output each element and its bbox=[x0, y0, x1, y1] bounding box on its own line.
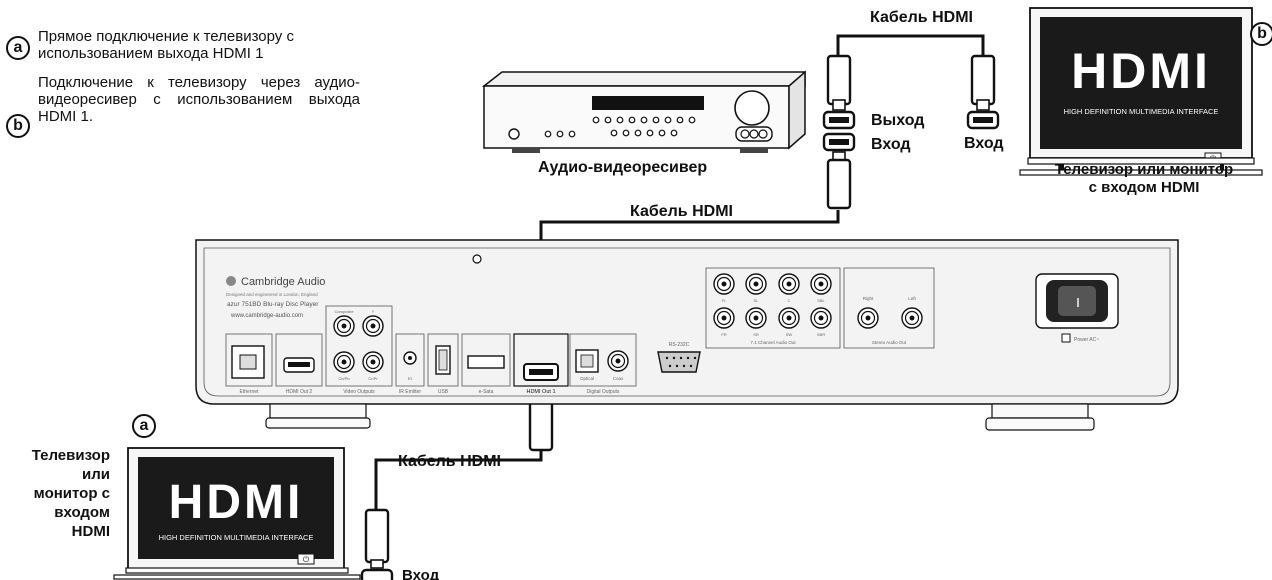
tv-left-in-port bbox=[360, 568, 394, 580]
lbl-coax: Coax bbox=[613, 376, 624, 381]
lbl-ir-emitter: IR Emitter bbox=[399, 389, 422, 395]
lbl-hdmi-out-2: HDMI Out 2 bbox=[286, 389, 313, 395]
lbl-esata: e-Sata bbox=[479, 389, 494, 395]
tv-left: ⏻ bbox=[113, 447, 361, 580]
marker-b: b bbox=[6, 114, 30, 138]
lbl-sbl: SBL bbox=[817, 298, 825, 303]
lbl-video-outputs: Video Outputs bbox=[343, 389, 375, 395]
tv-left-caption-line: монитор с bbox=[33, 485, 110, 502]
tv-right-caption-1: Телевизор или монитор bbox=[1055, 161, 1233, 178]
lbl-sbr: SBR bbox=[817, 332, 825, 337]
lbl-fl: FL bbox=[722, 298, 727, 303]
lbl-usb: USB bbox=[438, 389, 449, 395]
lbl-cb-pb: Cb/Pb bbox=[338, 376, 350, 381]
cable-middle-label: Кабель HDMI bbox=[630, 203, 733, 220]
tv-left-caption-line: HDMI bbox=[71, 523, 110, 540]
tv-left-logo-sub: HIGH DEFINITION MULTIMEDIA INTERFACE bbox=[159, 533, 314, 542]
cable-bottom-label: Кабель HDMI bbox=[398, 453, 501, 470]
lbl-sl: SL bbox=[754, 298, 760, 303]
player-model: azur 751BD Blu-ray Disc Player bbox=[227, 301, 319, 308]
tv-right: ⏻ bbox=[1019, 7, 1263, 176]
plug-top-right bbox=[970, 54, 996, 111]
lbl-7-1-channel: 7.1 Channel Audio Out bbox=[750, 340, 796, 345]
plug-receiver-in bbox=[826, 151, 852, 210]
tv-right-logo: HDMI bbox=[1071, 43, 1211, 99]
tv-right-in-port bbox=[966, 110, 1000, 130]
player-rear-panel bbox=[195, 239, 1179, 431]
lbl-optical: Optical bbox=[580, 376, 594, 381]
cable-top bbox=[836, 34, 985, 56]
receiver-out-label: Выход bbox=[871, 112, 924, 129]
plug-tv-left bbox=[364, 508, 390, 569]
lbl-stereo: Stereo Audio Out bbox=[872, 340, 907, 345]
lbl-cr-pr: Cr/Pr bbox=[368, 376, 378, 381]
marker-a-tv: a bbox=[132, 414, 156, 438]
lbl-y: Y bbox=[372, 309, 375, 314]
player-tagline: Designed and engineered in London, Engla… bbox=[226, 292, 318, 297]
cable-top-label: Кабель HDMI bbox=[870, 9, 973, 26]
svg-text:⏻: ⏻ bbox=[303, 555, 310, 564]
receiver-caption: Аудио-видеоресивер bbox=[538, 159, 707, 176]
lbl-c: C bbox=[788, 298, 791, 303]
receiver-in-port bbox=[822, 132, 856, 152]
lbl-power: Power AC~ bbox=[1074, 337, 1099, 343]
lbl-ethernet: Ethernet bbox=[240, 389, 260, 395]
lbl-right: Right bbox=[863, 296, 874, 301]
player-brand: Cambridge Audio bbox=[241, 276, 325, 288]
lbl-digital-outputs: Digital Outputs bbox=[587, 389, 620, 395]
tv-right-in-label: Вход bbox=[964, 135, 1004, 152]
receiver-out-port bbox=[822, 110, 856, 130]
lbl-left: Left bbox=[908, 296, 916, 301]
lbl-rs232c: RS-232C bbox=[669, 342, 690, 348]
receiver-in-label: Вход bbox=[871, 136, 911, 153]
plug-top-left bbox=[826, 54, 852, 111]
tv-left-caption-line: или bbox=[82, 466, 110, 483]
tv-right-caption-2: с входом HDMI bbox=[1089, 179, 1200, 196]
av-receiver bbox=[481, 70, 806, 153]
tv-left-caption-line: Телевизор bbox=[31, 447, 110, 464]
player-website: www.cambridge-audio.com bbox=[230, 313, 303, 319]
tv-left-caption-line: входом bbox=[54, 504, 110, 521]
cable-bottom bbox=[374, 440, 543, 510]
legend-b-text: Подключение к телевизору через аудио-вид… bbox=[38, 74, 360, 125]
lbl-sw: SW bbox=[786, 332, 793, 337]
tv-left-logo: HDMI bbox=[169, 476, 304, 529]
legend-a-text: Прямое подключение к телевизору с исполь… bbox=[38, 28, 294, 62]
tv-left-caption: Телевизор или монитор с входом HDMI bbox=[32, 446, 110, 541]
lbl-composite: Composite bbox=[334, 309, 354, 314]
lbl-hdmi-out-1: HDMI Out 1 bbox=[526, 389, 555, 395]
lbl-fr: FR bbox=[721, 332, 726, 337]
tv-right-logo-sub: HIGH DEFINITION MULTIMEDIA INTERFACE bbox=[1064, 107, 1219, 116]
marker-b-tv: b bbox=[1250, 22, 1272, 46]
lbl-ir-in: In bbox=[408, 376, 412, 381]
cambridge-logo-icon bbox=[226, 276, 236, 286]
lbl-sr: SR bbox=[753, 332, 759, 337]
tv-left-in-label: Вход bbox=[402, 567, 440, 580]
marker-a: a bbox=[6, 36, 30, 60]
